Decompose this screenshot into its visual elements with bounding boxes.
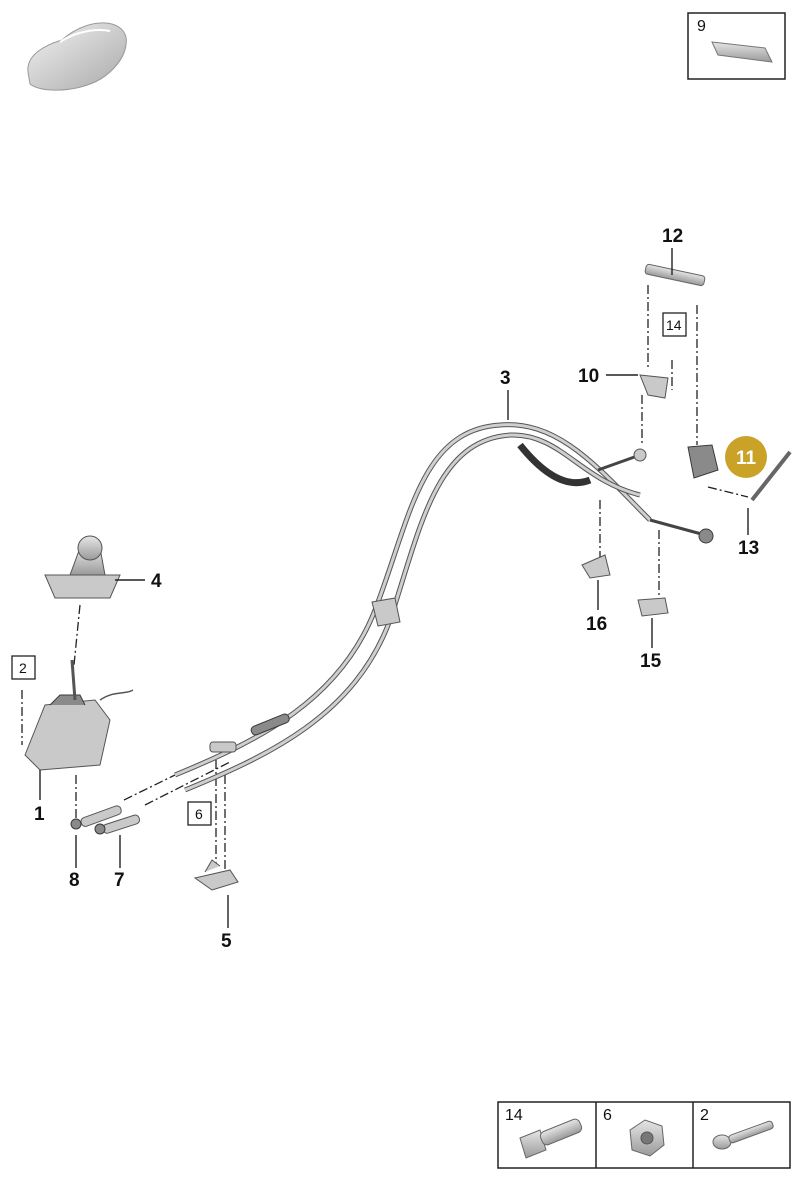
gear-shift-housing[interactable] — [24, 659, 134, 771]
callout-labels: 3 4 1 8 7 5 10 12 13 15 16 — [34, 226, 759, 952]
boxed-ref-6[interactable]: 6 — [187, 801, 212, 826]
shift-knob-boot[interactable] — [44, 535, 121, 599]
highlight-11-label: 11 — [736, 448, 757, 469]
boxed-ref-14-label: 14 — [666, 317, 682, 333]
hex-nut-icon — [629, 1119, 665, 1157]
car-silhouette-icon — [27, 22, 127, 91]
cable-bracket-11[interactable] — [687, 444, 719, 479]
callout-4[interactable]: 4 — [151, 571, 162, 592]
boxed-ref-2-label: 2 — [19, 660, 27, 676]
screw-icon — [712, 1120, 774, 1150]
legend-item-6[interactable]: 6 — [603, 1107, 665, 1157]
foam-strip-icon — [711, 41, 773, 63]
highlight-11-badge — [725, 436, 767, 478]
legend-label-2: 2 — [700, 1107, 709, 1124]
part-9-label: 9 — [697, 18, 706, 35]
clip-16[interactable] — [581, 554, 611, 579]
callout-10[interactable]: 10 — [578, 366, 599, 387]
cable-end-7[interactable] — [94, 814, 141, 835]
fastener-legend: 14 6 2 — [497, 1101, 791, 1169]
callout-5[interactable]: 5 — [221, 931, 232, 952]
legend-label-6: 6 — [603, 1107, 612, 1124]
highlight-11[interactable]: 11 — [725, 436, 767, 478]
cable-sleeve — [209, 713, 290, 753]
rail-strip-12[interactable] — [644, 263, 706, 287]
legend-item-14[interactable]: 14 — [505, 1107, 583, 1159]
part-9-box[interactable]: 9 — [687, 12, 786, 80]
pin-13[interactable] — [750, 450, 792, 502]
bracket-clip-5[interactable] — [193, 859, 239, 891]
boxed-ref-6-label: 6 — [195, 806, 203, 822]
callout-16[interactable]: 16 — [586, 614, 607, 635]
callout-7[interactable]: 7 — [114, 870, 125, 891]
callout-15[interactable]: 15 — [640, 651, 662, 672]
callout-13[interactable]: 13 — [738, 538, 759, 559]
bolt-icon — [519, 1118, 583, 1159]
boxed-ref-2[interactable]: 2 — [11, 655, 36, 680]
callout-leaders — [39, 248, 749, 928]
callout-12[interactable]: 12 — [662, 226, 683, 247]
cable-end-8[interactable] — [70, 805, 122, 830]
cable-end-ball — [633, 448, 714, 544]
legend-label-14: 14 — [505, 1107, 523, 1124]
cable-clip-15[interactable] — [637, 597, 669, 617]
callout-3[interactable]: 3 — [500, 368, 511, 389]
callout-1[interactable]: 1 — [34, 804, 45, 825]
callout-8[interactable]: 8 — [69, 870, 80, 891]
boxed-ref-14[interactable]: 14 — [662, 312, 687, 337]
cable-mid-bracket — [371, 597, 401, 627]
mounting-plate-10[interactable] — [639, 374, 669, 399]
legend-item-2[interactable]: 2 — [700, 1107, 774, 1150]
